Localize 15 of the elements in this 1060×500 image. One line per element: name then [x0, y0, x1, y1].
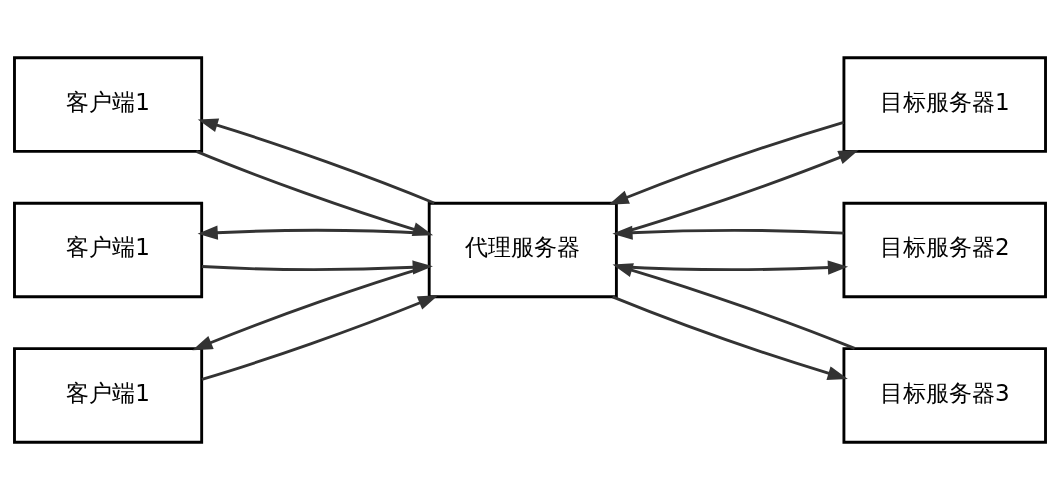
node-box: 目标服务器1 — [842, 56, 1047, 153]
arrow — [612, 225, 844, 240]
node-box: 目标服务器2 — [842, 201, 1047, 299]
arrow — [616, 149, 859, 236]
arrow — [197, 118, 435, 205]
arrow — [612, 295, 848, 380]
node-box: 代理服务器 — [427, 201, 618, 299]
node-box: 客户端1 — [13, 347, 204, 444]
node-box: 目标服务器3 — [842, 347, 1047, 444]
arrow — [608, 120, 845, 205]
arrow — [612, 263, 856, 350]
node-box: 客户端1 — [13, 56, 204, 153]
arrow — [192, 264, 430, 351]
arrow — [201, 295, 439, 381]
node-box: 客户端1 — [13, 201, 204, 299]
